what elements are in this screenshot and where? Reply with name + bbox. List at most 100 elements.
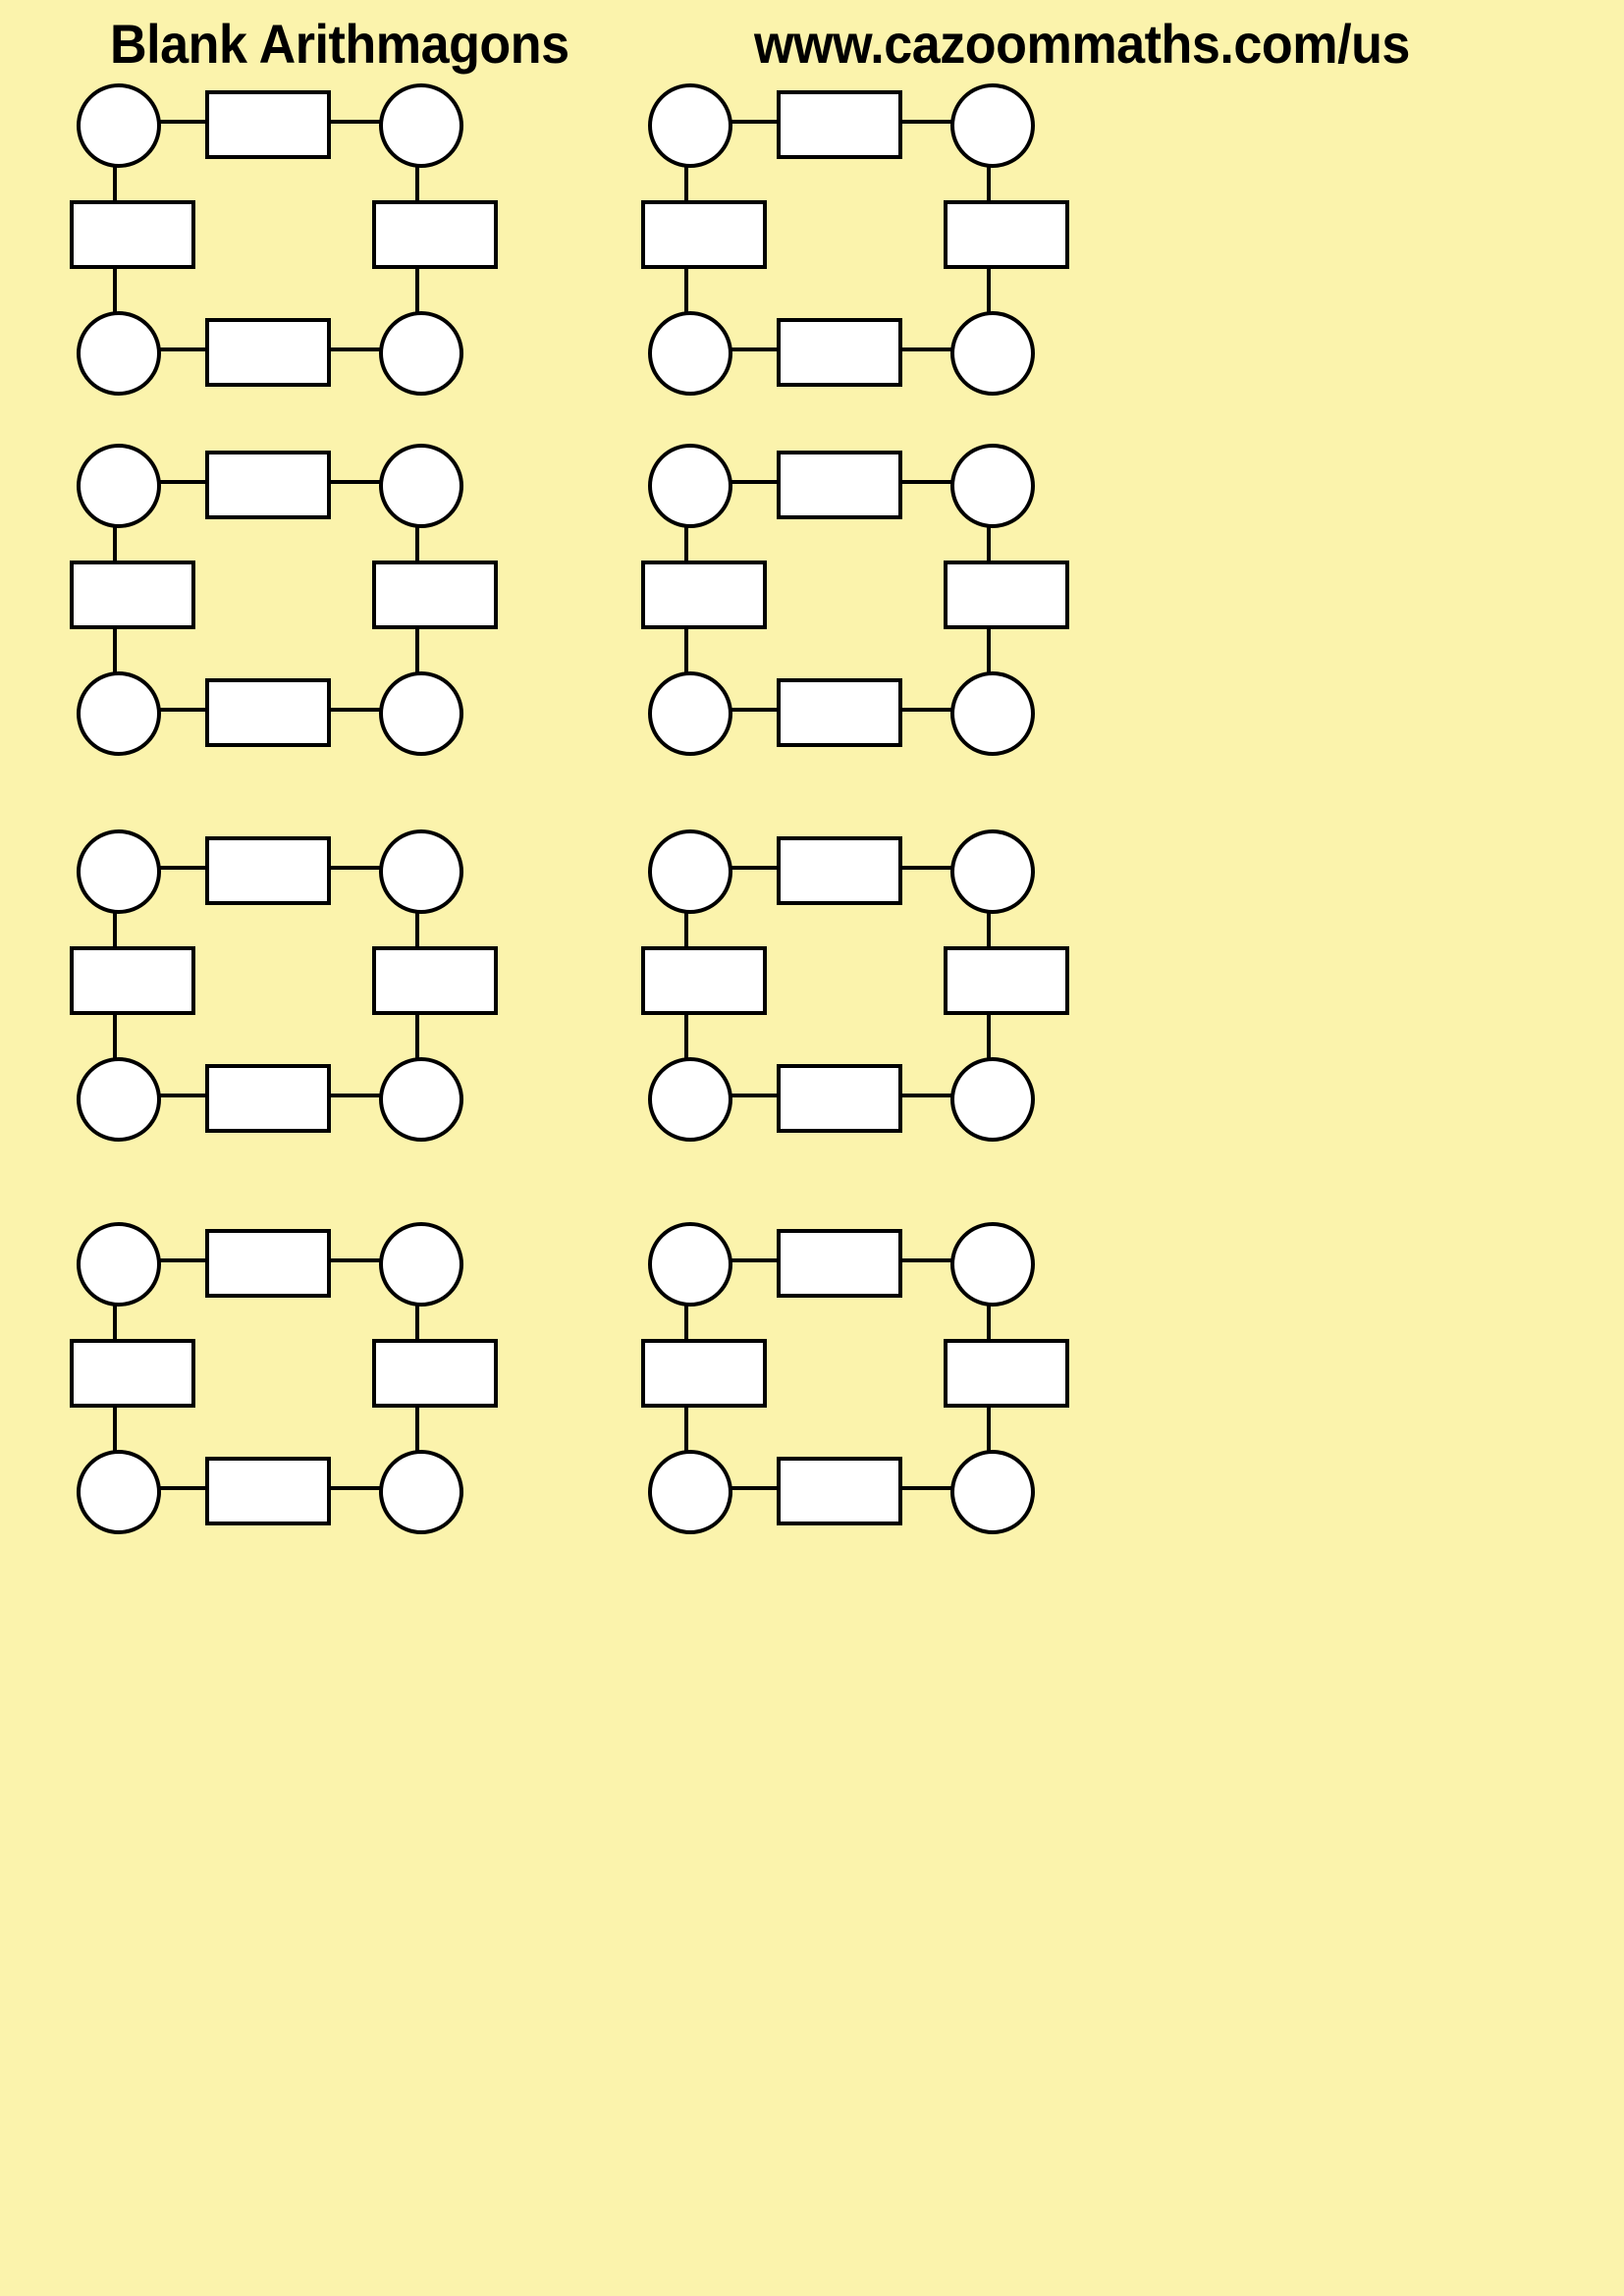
vertex-circle-bottom-left[interactable] [77, 311, 161, 396]
edge-box-left[interactable] [70, 946, 195, 1015]
vertex-circle-bottom-left[interactable] [77, 1057, 161, 1142]
connector-topright-to-rightbox [415, 1303, 419, 1343]
edge-box-top[interactable] [777, 836, 902, 905]
edge-box-bottom[interactable] [777, 1064, 902, 1133]
vertex-circle-bottom-right[interactable] [950, 1057, 1035, 1142]
edge-box-right[interactable] [372, 561, 498, 629]
edge-box-top[interactable] [205, 451, 331, 519]
vertex-circle-bottom-right[interactable] [379, 1450, 463, 1534]
vertex-circle-bottom-left[interactable] [648, 311, 732, 396]
edge-box-right[interactable] [372, 1339, 498, 1408]
edge-box-left[interactable] [70, 561, 195, 629]
edge-box-left[interactable] [641, 561, 767, 629]
connector-topright-to-rightbox [415, 164, 419, 204]
edge-box-top[interactable] [205, 836, 331, 905]
vertex-circle-bottom-left[interactable] [77, 671, 161, 756]
edge-box-bottom[interactable] [205, 678, 331, 747]
connector-rightbox-to-bottomright [415, 1400, 419, 1454]
connector-rightbox-to-bottomright [987, 1400, 991, 1454]
connector-bottombox-to-bottomright [323, 1094, 383, 1097]
connector-topleft-to-topbox [729, 480, 781, 484]
connector-leftbox-to-bottomleft [113, 621, 117, 675]
edge-box-top[interactable] [777, 451, 902, 519]
edge-box-bottom[interactable] [777, 318, 902, 387]
edge-box-left[interactable] [70, 200, 195, 269]
connector-rightbox-to-bottomright [415, 261, 419, 315]
connector-leftbox-to-bottomleft [113, 1007, 117, 1061]
edge-box-right[interactable] [944, 200, 1069, 269]
vertex-circle-bottom-right[interactable] [950, 671, 1035, 756]
connector-rightbox-to-bottomright [415, 1007, 419, 1061]
edge-box-top[interactable] [205, 90, 331, 159]
connector-topleft-to-leftbox [113, 1303, 117, 1343]
connector-bottombox-to-bottomright [894, 347, 954, 351]
connector-bottombox-to-bottomright [894, 708, 954, 712]
vertex-circle-top-right[interactable] [379, 444, 463, 528]
connector-topright-to-rightbox [415, 524, 419, 564]
connector-bottomleft-to-bottombox [157, 1486, 209, 1490]
connector-topleft-to-topbox [157, 120, 209, 124]
edge-box-top[interactable] [777, 1229, 902, 1298]
vertex-circle-top-left[interactable] [648, 83, 732, 168]
connector-topright-to-rightbox [987, 910, 991, 950]
vertex-circle-bottom-left[interactable] [648, 1450, 732, 1534]
vertex-circle-bottom-right[interactable] [950, 311, 1035, 396]
arithmagon-puzzle-2 [641, 83, 1069, 396]
connector-bottombox-to-bottomright [323, 1486, 383, 1490]
connector-topbox-to-topright [894, 866, 954, 870]
connector-bottombox-to-bottomright [323, 708, 383, 712]
vertex-circle-top-right[interactable] [379, 83, 463, 168]
vertex-circle-top-right[interactable] [379, 829, 463, 914]
edge-box-right[interactable] [944, 1339, 1069, 1408]
vertex-circle-top-right[interactable] [950, 1222, 1035, 1307]
vertex-circle-bottom-left[interactable] [648, 1057, 732, 1142]
vertex-circle-top-left[interactable] [648, 444, 732, 528]
vertex-circle-top-right[interactable] [950, 829, 1035, 914]
edge-box-bottom[interactable] [777, 1457, 902, 1525]
connector-rightbox-to-bottomright [987, 1007, 991, 1061]
connector-topleft-to-topbox [729, 120, 781, 124]
vertex-circle-top-left[interactable] [648, 829, 732, 914]
vertex-circle-bottom-right[interactable] [379, 311, 463, 396]
connector-leftbox-to-bottomleft [113, 261, 117, 315]
connector-topleft-to-leftbox [113, 524, 117, 564]
vertex-circle-bottom-right[interactable] [379, 1057, 463, 1142]
connector-topbox-to-topright [323, 120, 383, 124]
edge-box-top[interactable] [777, 90, 902, 159]
vertex-circle-top-left[interactable] [77, 829, 161, 914]
edge-box-right[interactable] [372, 946, 498, 1015]
vertex-circle-top-left[interactable] [648, 1222, 732, 1307]
edge-box-right[interactable] [944, 561, 1069, 629]
vertex-circle-top-right[interactable] [379, 1222, 463, 1307]
connector-topleft-to-leftbox [684, 524, 688, 564]
edge-box-left[interactable] [641, 946, 767, 1015]
edge-box-right[interactable] [372, 200, 498, 269]
vertex-circle-bottom-right[interactable] [379, 671, 463, 756]
connector-bottomleft-to-bottombox [729, 347, 781, 351]
connector-bottomleft-to-bottombox [157, 1094, 209, 1097]
edge-box-top[interactable] [205, 1229, 331, 1298]
vertex-circle-top-left[interactable] [77, 444, 161, 528]
connector-topright-to-rightbox [415, 910, 419, 950]
vertex-circle-top-left[interactable] [77, 83, 161, 168]
edge-box-bottom[interactable] [205, 1457, 331, 1525]
connector-topbox-to-topright [323, 480, 383, 484]
vertex-circle-bottom-left[interactable] [648, 671, 732, 756]
worksheet-header: Blank Arithmagons www.cazoommaths.com/us [0, 0, 1624, 90]
vertex-circle-top-left[interactable] [77, 1222, 161, 1307]
vertex-circle-bottom-right[interactable] [950, 1450, 1035, 1534]
connector-topbox-to-topright [894, 1258, 954, 1262]
edge-box-left[interactable] [641, 1339, 767, 1408]
vertex-circle-bottom-left[interactable] [77, 1450, 161, 1534]
edge-box-left[interactable] [70, 1339, 195, 1408]
edge-box-bottom[interactable] [777, 678, 902, 747]
vertex-circle-top-right[interactable] [950, 83, 1035, 168]
edge-box-left[interactable] [641, 200, 767, 269]
connector-topleft-to-topbox [157, 480, 209, 484]
edge-box-bottom[interactable] [205, 318, 331, 387]
connector-leftbox-to-bottomleft [684, 261, 688, 315]
edge-box-right[interactable] [944, 946, 1069, 1015]
vertex-circle-top-right[interactable] [950, 444, 1035, 528]
connector-topright-to-rightbox [987, 164, 991, 204]
edge-box-bottom[interactable] [205, 1064, 331, 1133]
